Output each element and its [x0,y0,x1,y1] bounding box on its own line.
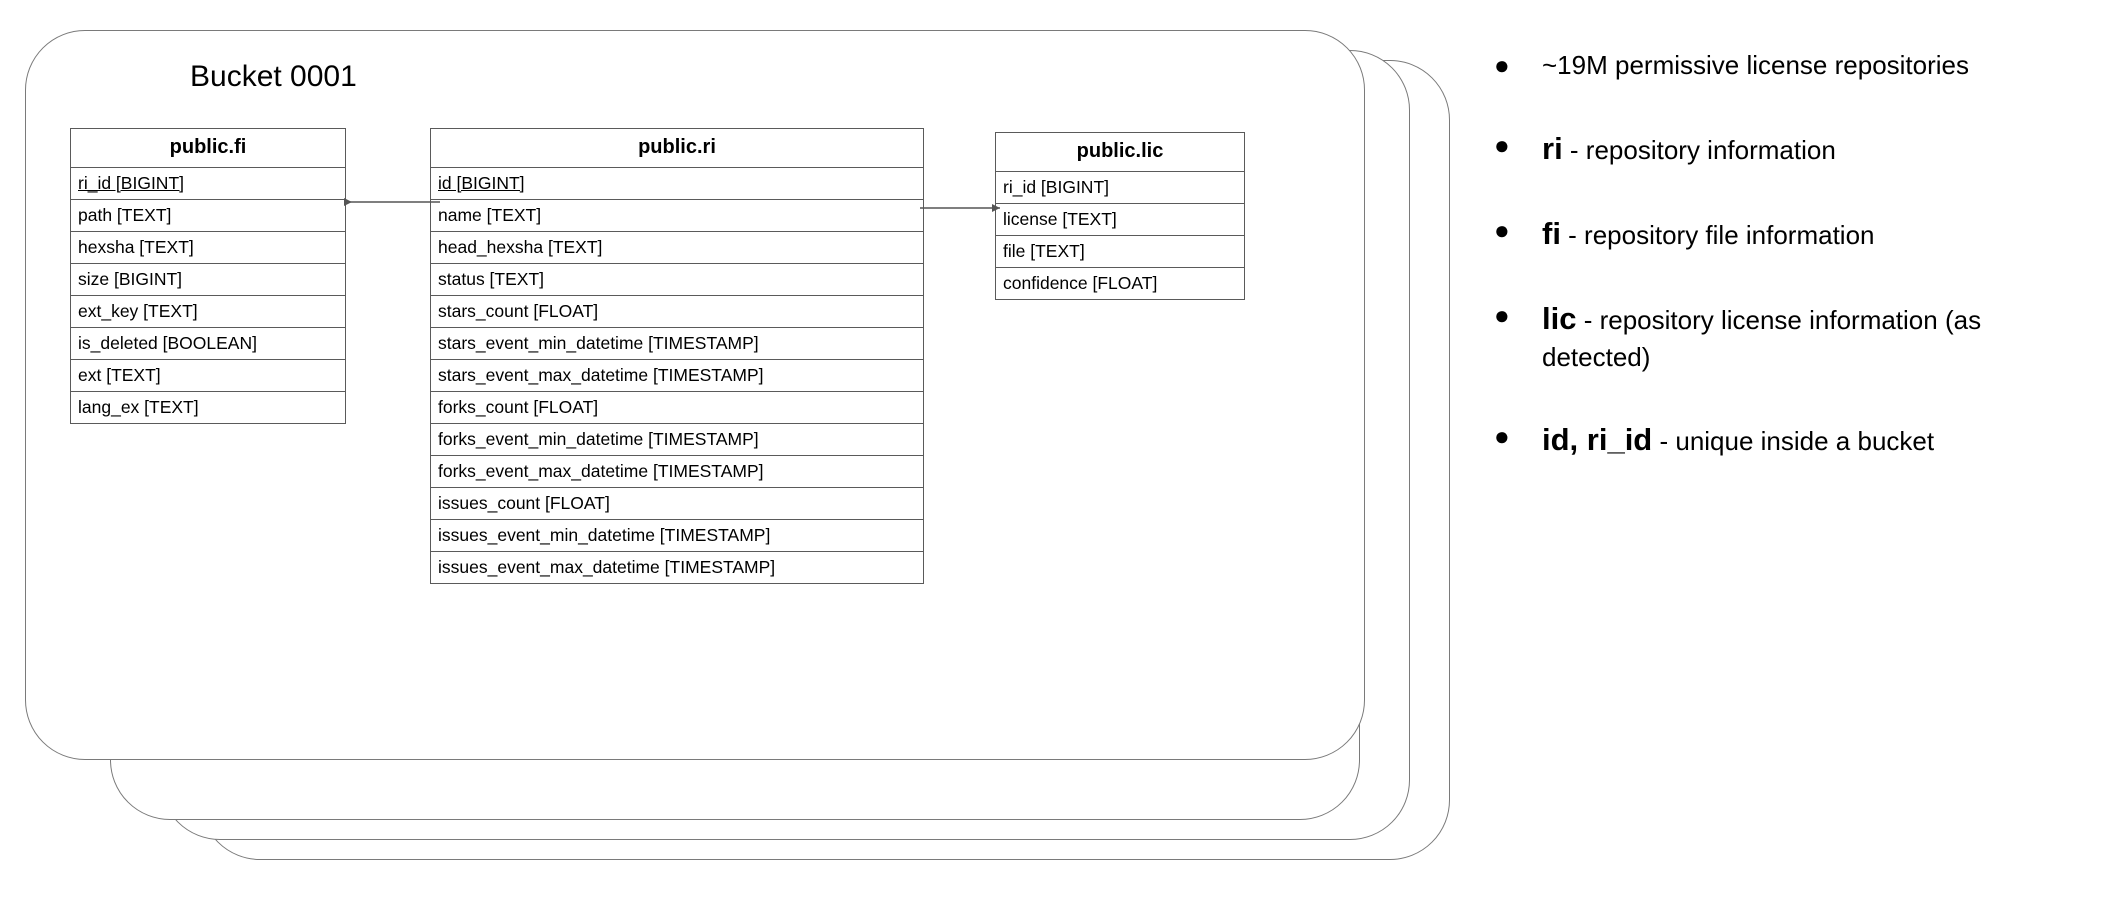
er-row-fi-ri_id: ri_id [BIGINT] [71,168,345,200]
er-row-fi-hexsha: hexsha [TEXT] [71,232,345,264]
er-row-ri-forks_event_max_datetime: forks_event_max_datetime [TIMESTAMP] [431,456,923,488]
note-text: ri - repository information [1542,128,2080,169]
er-row-ri-stars_event_min_datetime: stars_event_min_datetime [TIMESTAMP] [431,328,923,360]
bullet-icon: ● [1494,50,1510,80]
relation-arrow-ri-to-lic [920,204,1000,212]
er-table-lic: public.lic ri_id [BIGINT] license [TEXT]… [995,132,1245,300]
er-table-ri: public.ri id [BIGINT] name [TEXT] head_h… [430,128,924,584]
note-text: lic - repository license information (as… [1542,298,2080,375]
list-item: ● ~19M permissive license repositories [1480,48,2080,84]
er-row-ri-forks_count: forks_count [FLOAT] [431,392,923,424]
er-row-fi-path: path [TEXT] [71,200,345,232]
note-description: - repository information [1562,134,1836,165]
bucket-title: Bucket 0001 [190,60,357,93]
list-item: ● id, ri_id - unique inside a bucket [1480,419,2080,460]
er-row-ri-id: id [BIGINT] [431,168,923,200]
note-description: ~19M permissive license repositories [1542,50,1970,80]
er-row-ri-head_hexsha: head_hexsha [TEXT] [431,232,923,264]
note-description: - repository file information [1560,220,1875,251]
er-row-ri-forks_event_min_datetime: forks_event_min_datetime [TIMESTAMP] [431,424,923,456]
er-row-fi-is_deleted: is_deleted [BOOLEAN] [71,328,345,360]
er-row-fi-lang_ex: lang_ex [TEXT] [78,397,199,417]
er-table-lic-title: public.lic [996,133,1244,172]
bullet-icon: ● [1494,421,1510,452]
bullet-icon: ● [1494,129,1510,160]
note-text: fi - repository file information [1542,213,2080,254]
er-row-lic-license: license [TEXT] [996,204,1244,236]
er-row-lic-ri_id: ri_id [BIGINT] [996,172,1244,204]
er-table-fi-title: public.fi [71,129,345,168]
relation-arrow-ri-to-fi [344,198,440,206]
er-row-lic-file: file [TEXT] [996,236,1244,268]
list-item: ● ri - repository information [1480,128,2080,169]
er-row-ri-issues_event_max_datetime: issues_event_max_datetime [TIMESTAMP] [438,557,776,577]
er-row-ri-status: status [TEXT] [431,264,923,296]
er-row-fi-size: size [BIGINT] [71,264,345,296]
er-row-ri-issues_event_min_datetime: issues_event_min_datetime [TIMESTAMP] [431,520,923,552]
er-table-ri-title: public.ri [431,129,923,168]
note-text: ~19M permissive license repositories [1542,48,2080,84]
note-description: - unique inside a bucket [1652,426,1935,457]
er-row-fi-ext: ext [TEXT] [71,360,345,392]
list-item: ● lic - repository license information (… [1480,298,2080,375]
bullet-icon: ● [1494,215,1510,246]
notes-list: ● ~19M permissive license repositories ●… [1480,48,2080,505]
er-row-lic-confidence: confidence [FLOAT] [1003,273,1158,293]
er-row-ri-name: name [TEXT] [431,200,923,232]
note-text: id, ri_id - unique inside a bucket [1542,419,2080,460]
note-term: lic [1542,301,1577,337]
er-row-fi-ext_key: ext_key [TEXT] [71,296,345,328]
er-row-ri-stars_count: stars_count [FLOAT] [431,296,923,328]
note-term: ri [1542,130,1563,166]
list-item: ● fi - repository file information [1480,213,2080,254]
er-row-ri-issues_count: issues_count [FLOAT] [431,488,923,520]
note-term: fi [1542,216,1561,252]
er-row-ri-stars_event_max_datetime: stars_event_max_datetime [TIMESTAMP] [431,360,923,392]
bullet-icon: ● [1494,300,1510,331]
note-description: - repository license information (as det… [1542,305,1982,372]
note-term: id, ri_id [1542,422,1653,458]
er-table-fi: public.fi ri_id [BIGINT] path [TEXT] hex… [70,128,346,424]
